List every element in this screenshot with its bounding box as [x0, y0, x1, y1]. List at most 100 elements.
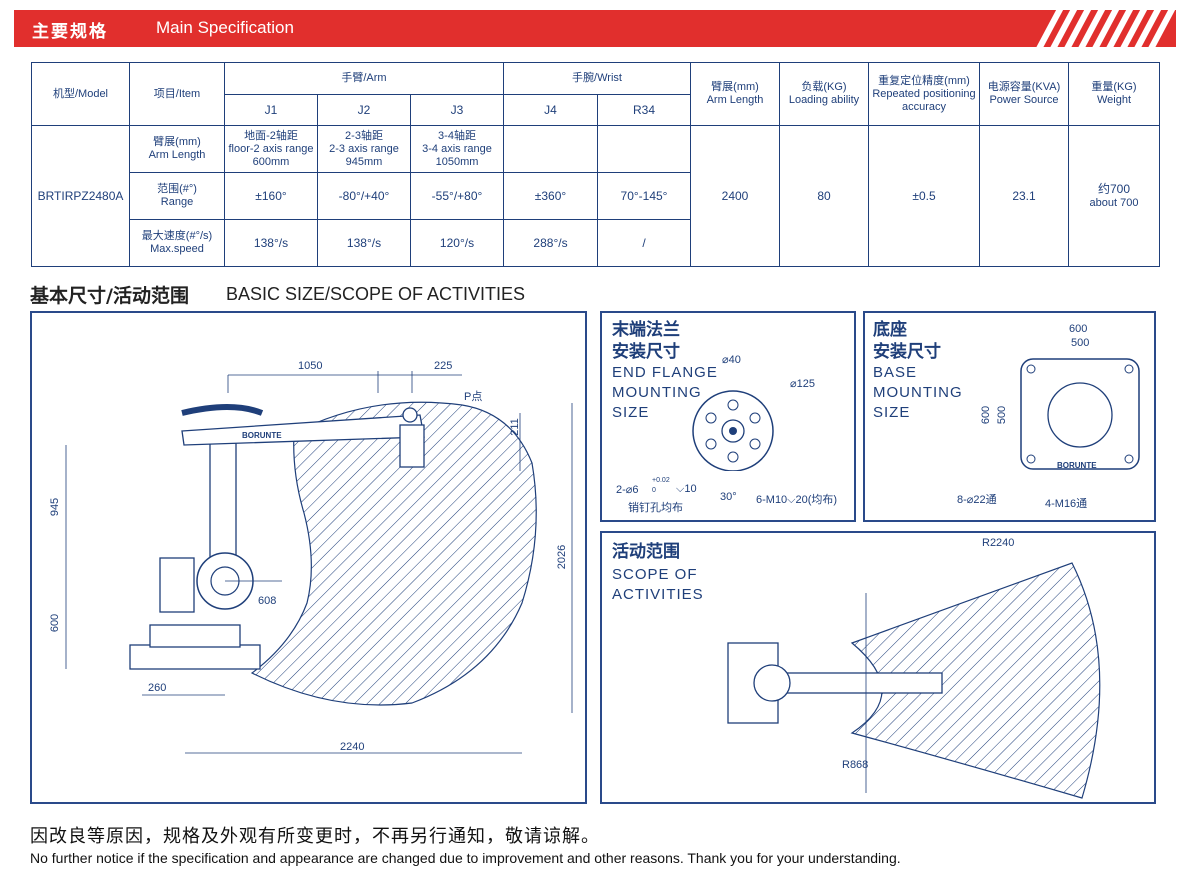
- brand-label-base: BORUNTE: [1057, 461, 1097, 470]
- load-header-cn: 负载(KG): [801, 81, 847, 93]
- base-h600: 600: [980, 405, 993, 425]
- flange-d40: ⌀40: [722, 354, 741, 366]
- spec-table: 机型/Model 项目/Item 手臂/Arm 手腕/Wrist 臂展(mm)A…: [31, 62, 1160, 267]
- arm-length-header: 臂展(mm)Arm Length: [690, 62, 780, 126]
- range-j3: -55°/+80°: [410, 172, 504, 220]
- footer-notice-cn: 因改良等原因，规格及外观有所变更时，不再另行通知，敬请谅解。: [30, 826, 600, 847]
- weight-header: 重量(KG)Weight: [1068, 62, 1160, 126]
- power-value: 23.1: [979, 125, 1069, 267]
- robot-base: [129, 644, 261, 670]
- dim-225: 225: [434, 360, 453, 372]
- load-header-en: Loading ability: [788, 94, 860, 106]
- arm-header: 手臂/Arm: [224, 62, 504, 95]
- range-j2: -80°/+40°: [317, 172, 411, 220]
- dim-600: 600: [49, 613, 62, 633]
- load-header: 负载(KG)Loading ability: [779, 62, 869, 126]
- robot-base-top: [149, 624, 241, 648]
- joint-r34: R34: [597, 94, 691, 126]
- power-header: 电源容量(KVA)Power Source: [979, 62, 1069, 126]
- base-w500: 500: [1071, 337, 1090, 349]
- base-threads: 4-M16通: [1045, 498, 1088, 510]
- row-range-cn: 范围(#°): [157, 183, 197, 195]
- robot-balancer: [181, 404, 264, 416]
- armlen-r34-empty: [597, 125, 691, 173]
- base-w600: 600: [1069, 323, 1088, 335]
- flange-drawing: [692, 390, 774, 471]
- repeat-header-en-2: accuracy: [901, 100, 947, 113]
- base-holes: 8-⌀22通: [957, 494, 997, 506]
- flange-title-cn-2: 安装尺寸: [612, 342, 680, 362]
- brand-label-arm: BORUNTE: [242, 431, 282, 440]
- speed-r34: /: [597, 219, 691, 267]
- scope-title-en-1: SCOPE OF: [612, 566, 698, 583]
- header-banner: 主要规格 Main Specification: [14, 10, 1176, 47]
- p-point-label: P点: [464, 391, 483, 403]
- scope-title-en-2: ACTIVITIES: [612, 586, 704, 603]
- speed-j4: 288°/s: [503, 219, 598, 267]
- scope-r868: R868: [842, 759, 869, 771]
- robot-wrist: [399, 424, 425, 468]
- scope-top-view-drawing: [727, 562, 1101, 799]
- row-range-en: Range: [160, 196, 194, 208]
- joint-j1: J1: [224, 94, 318, 126]
- armlen-j2-cn: 2-3轴距: [345, 129, 383, 142]
- decorative-stripes: [1036, 10, 1176, 47]
- load-value: 80: [779, 125, 869, 267]
- footer-notice-en: No further notice if the specification a…: [30, 850, 901, 866]
- range-j1: ±160°: [224, 172, 318, 220]
- basic-size-drawing-panel: 1050 225 P点 211 945 2026 608 600 260 224…: [30, 311, 587, 804]
- base-title-cn-1: 底座: [873, 320, 907, 340]
- wrist-header: 手腕/Wrist: [503, 62, 691, 95]
- weight-value-cn: 约700: [1097, 181, 1131, 196]
- flange-tol-dn: 0: [652, 487, 656, 494]
- robot-column: [209, 442, 237, 564]
- arm-length-header-cn: 臂展(mm): [711, 81, 759, 93]
- flange-hole-b: ⌵10: [676, 483, 697, 495]
- row-speed-cn: 最大速度(#°/s): [141, 230, 213, 242]
- weight-header-cn: 重量(KG): [1091, 81, 1137, 93]
- flange-title-en-1: END FLANGE: [612, 364, 718, 381]
- armlen-j3-value: 1050mm: [435, 155, 479, 168]
- dim-945: 945: [49, 497, 62, 517]
- range-r34: 70°-145°: [597, 172, 691, 220]
- robot-side-view-drawing: [65, 371, 573, 754]
- power-header-cn: 电源容量(KVA): [987, 81, 1061, 93]
- dim-260: 260: [148, 682, 167, 694]
- scope-r2240: R2240: [982, 537, 1015, 549]
- dim-2026: 2026: [556, 544, 569, 570]
- end-flange-panel: 末端法兰 安装尺寸 END FLANGE MOUNTING SIZE ⌀40 ⌀…: [600, 311, 856, 522]
- dim-211: 211: [508, 418, 521, 436]
- robot-j3-joint: [402, 407, 418, 423]
- row-arm-length-cn: 臂展(mm): [153, 136, 201, 148]
- model-value: BRTIRPZ2480A: [31, 125, 130, 267]
- base-title-cn-2: 安装尺寸: [873, 342, 941, 362]
- base-title-en-1: BASE: [873, 364, 918, 381]
- row-range-label: 范围(#°)Range: [129, 172, 225, 220]
- section-title-en: BASIC SIZE/SCOPE OF ACTIVITIES: [226, 284, 526, 304]
- weight-value-en: about 700: [1089, 196, 1139, 209]
- scope-title-cn: 活动范围: [612, 542, 680, 562]
- row-arm-length-label: 臂展(mm)Arm Length: [129, 125, 225, 173]
- item-header: 项目/Item: [129, 62, 225, 126]
- armlen-j2-value: 945mm: [345, 155, 383, 168]
- speed-j3: 120°/s: [410, 219, 504, 267]
- speed-j1: 138°/s: [224, 219, 318, 267]
- weight-header-en: Weight: [1096, 94, 1132, 106]
- dim-608: 608: [258, 595, 277, 607]
- flange-title-en-3: SIZE: [612, 404, 650, 421]
- armlen-j1-en: floor-2 axis range: [228, 142, 314, 155]
- armlen-j2-en: 2-3 axis range: [329, 142, 399, 155]
- row-speed-en: Max.speed: [150, 243, 204, 255]
- joint-j3: J3: [410, 94, 504, 126]
- base-mounting-panel: 底座 安装尺寸 BASE MOUNTING SIZE 600 500 600 5…: [863, 311, 1156, 522]
- arm-length-header-en: Arm Length: [706, 94, 764, 106]
- flange-hole-cn: 销钉孔均布: [628, 502, 683, 514]
- joint-j4: J4: [503, 94, 598, 126]
- work-envelope-hatch: [250, 401, 537, 706]
- joint-j2: J2: [317, 94, 411, 126]
- dim-2240: 2240: [340, 741, 365, 753]
